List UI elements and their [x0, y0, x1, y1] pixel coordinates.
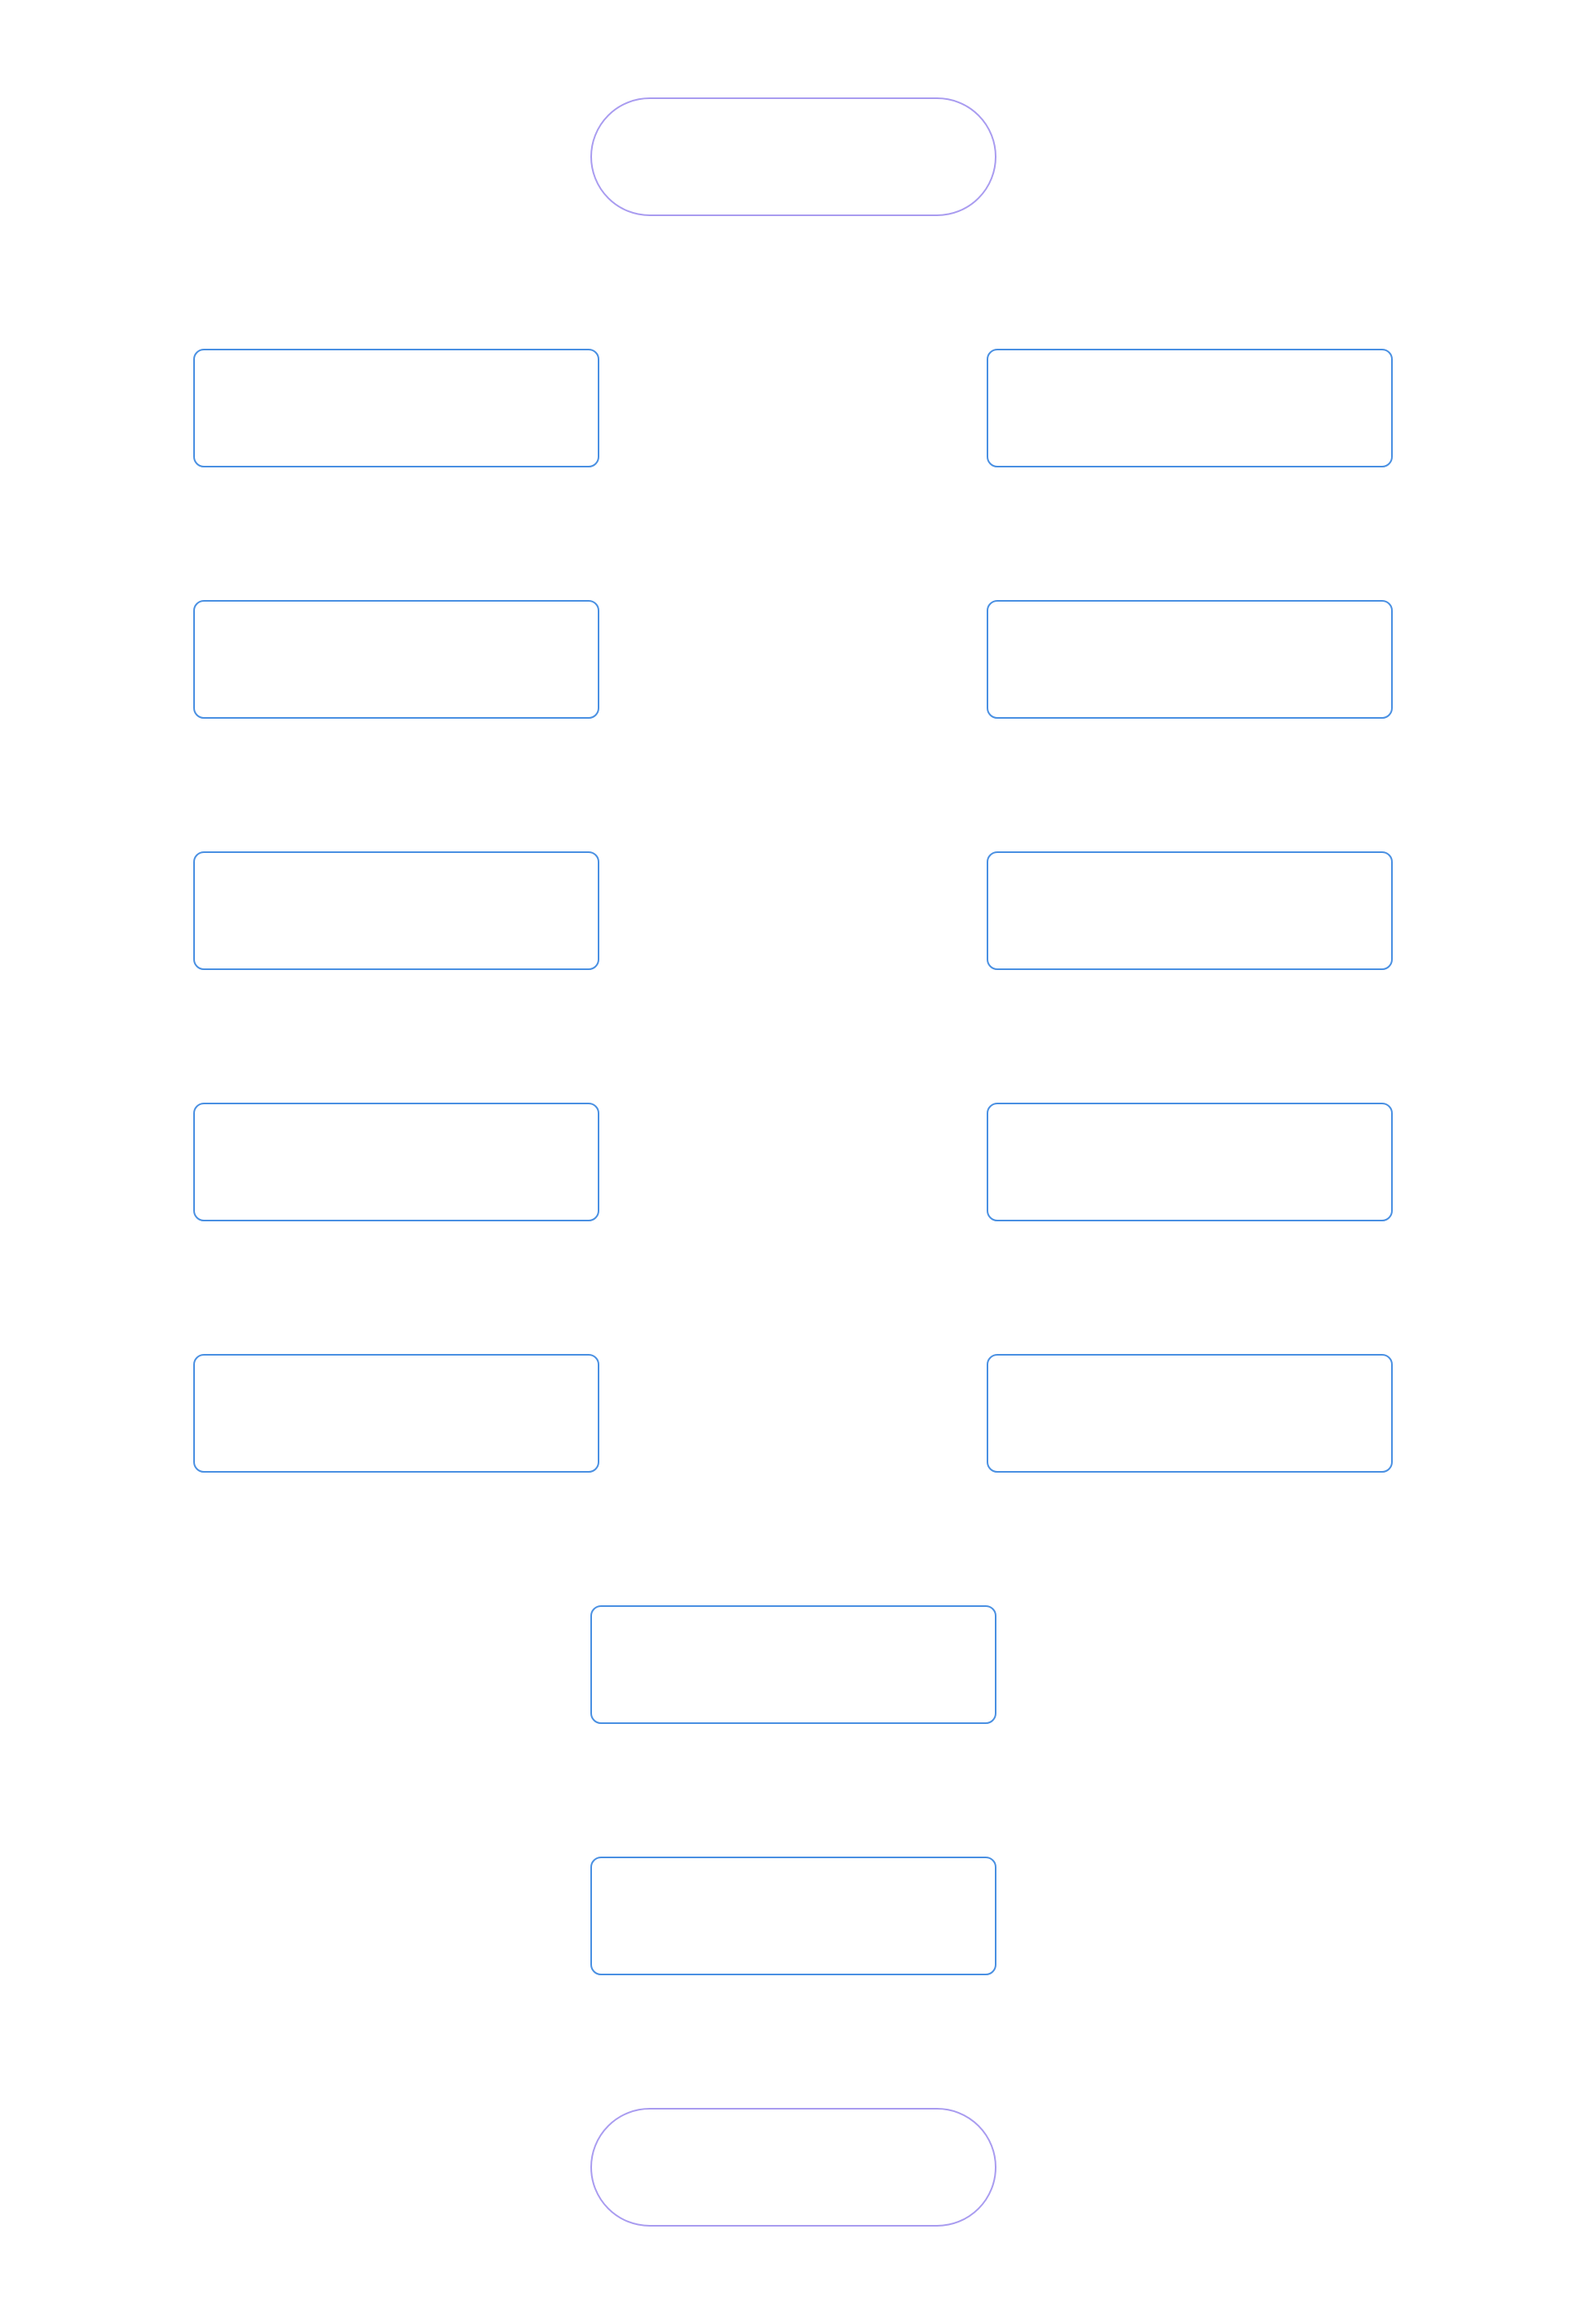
flow-node-left-4 — [193, 1103, 599, 1221]
process-box-merge-1 — [590, 1605, 996, 1724]
flow-node-end — [590, 2108, 996, 2227]
process-box-left-2 — [193, 600, 599, 719]
flowchart-nodes — [193, 97, 1393, 2227]
flow-node-right-5 — [987, 1354, 1393, 1473]
process-box-right-2 — [987, 600, 1393, 719]
flow-node-left-1 — [193, 349, 599, 467]
flow-node-merge-2 — [590, 1857, 996, 1975]
flow-node-merge-1 — [590, 1605, 996, 1724]
flow-node-left-5 — [193, 1354, 599, 1473]
process-box-right-1 — [987, 349, 1393, 467]
process-box-left-4 — [193, 1103, 599, 1221]
process-box-left-1 — [193, 349, 599, 467]
flow-node-start — [590, 97, 996, 216]
process-box-right-5 — [987, 1354, 1393, 1473]
process-box-left-5 — [193, 1354, 599, 1473]
flow-node-right-2 — [987, 600, 1393, 719]
process-box-left-3 — [193, 851, 599, 970]
flow-node-right-1 — [987, 349, 1393, 467]
flow-node-left-2 — [193, 600, 599, 719]
flow-node-right-4 — [987, 1103, 1393, 1221]
process-box-right-4 — [987, 1103, 1393, 1221]
terminal-shape-end — [590, 2108, 996, 2227]
process-box-right-3 — [987, 851, 1393, 970]
process-box-merge-2 — [590, 1857, 996, 1975]
flow-node-right-3 — [987, 851, 1393, 970]
terminal-shape-start — [590, 97, 996, 216]
flow-node-left-3 — [193, 851, 599, 970]
